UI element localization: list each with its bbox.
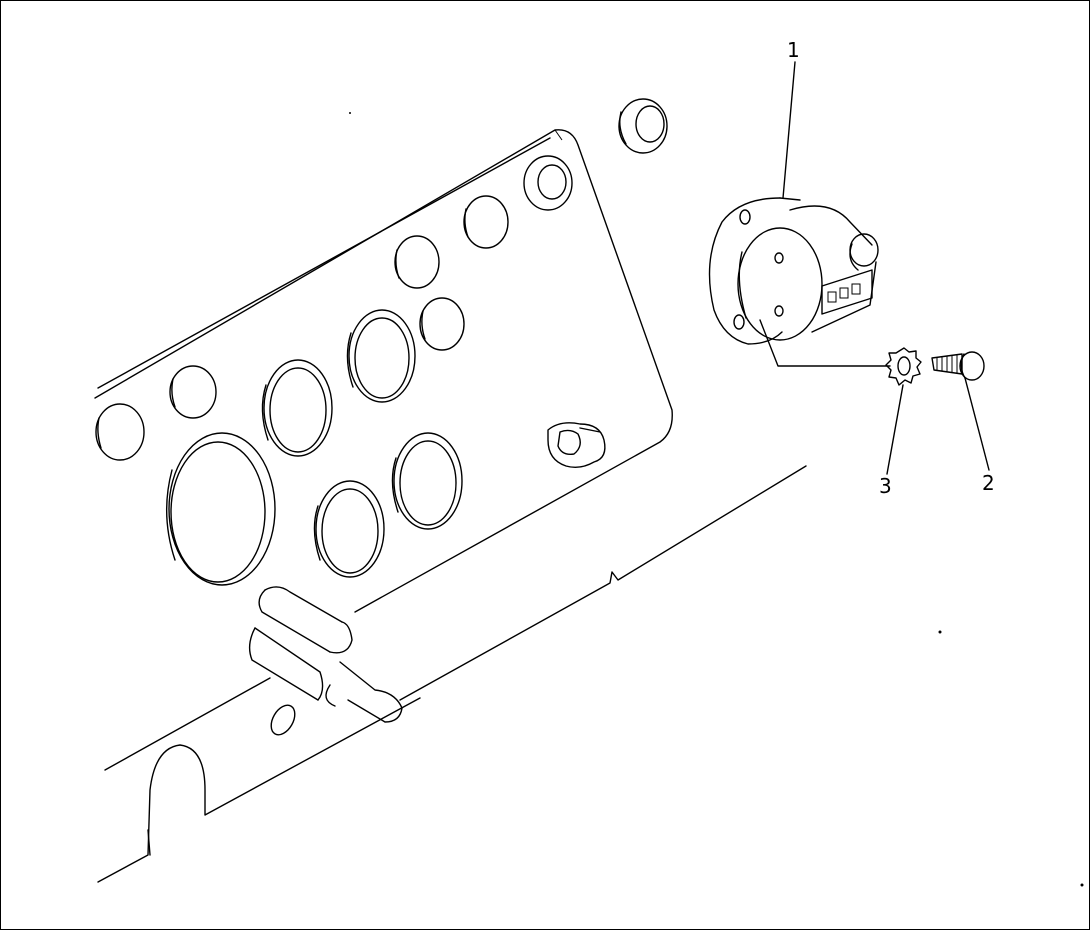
callout-1: 1 [787, 38, 800, 62]
specks [349, 112, 1084, 887]
loose-ring [618, 98, 668, 154]
leader-lines [759, 61, 990, 475]
gauge-medium-1 [261, 359, 333, 457]
key-lever [248, 586, 403, 723]
lock-washer [885, 347, 922, 386]
panel-switch [547, 422, 606, 469]
gauge-large [166, 432, 276, 586]
gauge-medium-3 [313, 480, 385, 578]
instrument-panel [94, 129, 807, 883]
leader-1 [782, 61, 796, 199]
leader-2 [964, 377, 990, 471]
lamp-5 [523, 155, 573, 211]
leader-hole-to-washer [759, 319, 891, 367]
callout-2: 2 [982, 471, 995, 495]
lamp-4 [463, 195, 509, 249]
lamp-2 [169, 365, 217, 419]
screw [931, 351, 985, 381]
lamp-6 [419, 297, 465, 351]
gauge-medium-2 [346, 309, 416, 403]
gauge-medium-4 [391, 432, 463, 530]
leader-3 [886, 384, 904, 475]
panel-gauges [95, 155, 606, 586]
lamp-1 [95, 403, 145, 461]
lamp-3 [394, 235, 440, 289]
callout-3: 3 [879, 474, 892, 498]
hour-meter [708, 197, 879, 345]
